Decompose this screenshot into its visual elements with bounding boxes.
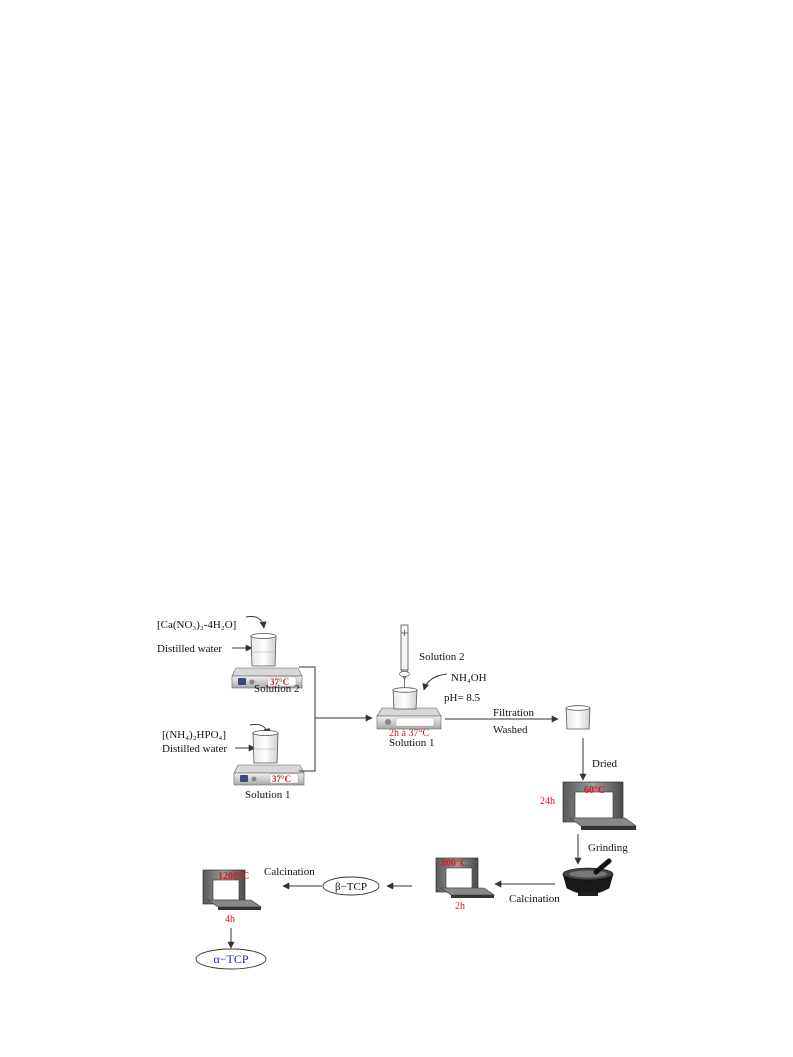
beaker-icon xyxy=(250,633,277,667)
mixing-condition: 2h à 37°C xyxy=(389,728,429,739)
furnace-800-icon xyxy=(435,857,495,898)
ammonium-phosphate-label: [(NH₄)₂HPO₄] xyxy=(162,729,226,741)
grinding-label: Grinding xyxy=(588,842,628,854)
hotplate-stirrer-icon xyxy=(233,764,305,786)
ph-label: pH= 8.5 xyxy=(444,692,481,704)
beaker-icon xyxy=(565,705,591,730)
drying-oven-icon xyxy=(562,781,637,830)
calcination-temp-1: 800°C xyxy=(441,858,467,869)
calcination-time-2: 4h xyxy=(225,914,235,925)
solution-1-label: Solution 1 xyxy=(245,789,291,801)
beaker-icon xyxy=(392,687,418,710)
solution-2-label: Solution 2 xyxy=(254,683,300,695)
calcination-temp-2: 1200°C xyxy=(218,871,249,882)
mortar-pestle-icon xyxy=(562,858,614,896)
calcium-nitrate-label: [Ca(NO₃)₂-4H₂O] xyxy=(157,619,236,631)
alpha-tcp-label: α−TCP xyxy=(213,952,248,966)
beta-tcp-label: β−TCP xyxy=(335,881,367,893)
solution-2-setup: [Ca(NO₃)₂-4H₂O] Distilled water 37°C Sol… xyxy=(157,616,303,695)
drying-time: 24h xyxy=(540,796,555,807)
filtration-label: Filtration xyxy=(493,707,534,719)
ammonia-label: NH₄OH xyxy=(451,672,487,684)
burette-icon xyxy=(399,624,410,688)
alpha-tcp-product: α−TCP xyxy=(195,948,267,970)
furnace-1200-icon xyxy=(202,869,262,910)
calcination-time-1: 2h xyxy=(455,901,465,912)
solution-1-setup: [(NH₄)₂HPO₄] Distilled water 37°C Soluti… xyxy=(162,724,305,801)
distilled-water-label-2: Distilled water xyxy=(157,643,222,655)
drying-temp: 60°C xyxy=(584,785,605,796)
calcination-label-2: Calcination xyxy=(264,866,315,878)
beta-tcp-product: β−TCP xyxy=(322,876,380,896)
added-solution-label: Solution 2 xyxy=(419,651,465,663)
hotplate-stirrer-icon xyxy=(376,707,442,730)
solution-2-temp: 37°C xyxy=(270,677,289,687)
calcination-label-1: Calcination xyxy=(509,893,560,905)
mixing-solution-label: Solution 1 xyxy=(389,737,435,749)
distilled-water-label-1: Distilled water xyxy=(162,743,227,755)
beaker-icon xyxy=(252,730,279,764)
dried-label: Dried xyxy=(592,758,618,770)
mixing-setup: Solution 2 NH₄OH pH= 8.5 2h à 37°C Solut… xyxy=(376,624,487,749)
washed-label: Washed xyxy=(493,724,528,736)
solution-1-temp: 37°C xyxy=(272,774,291,784)
hotplate-stirrer-icon xyxy=(231,667,303,689)
merge-bracket xyxy=(299,666,373,772)
